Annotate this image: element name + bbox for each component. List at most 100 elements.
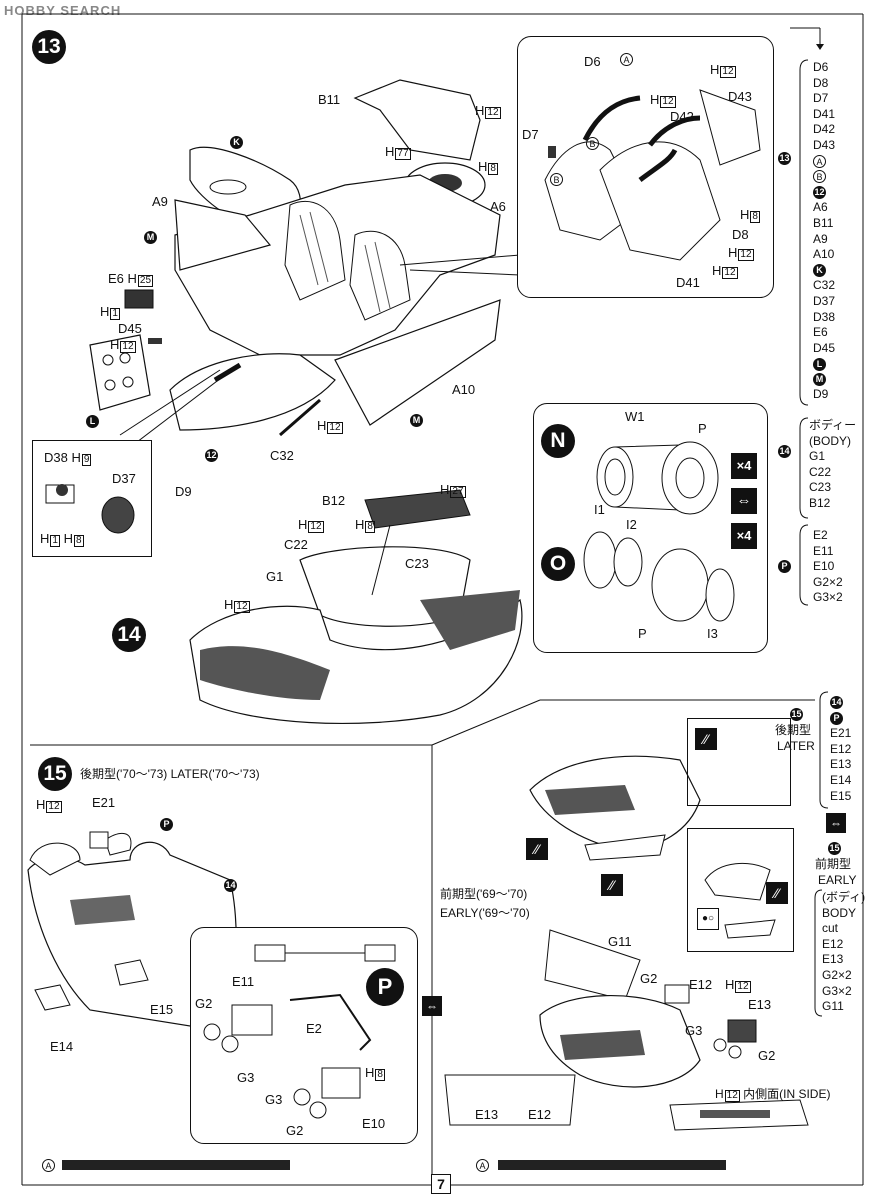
part-item: D8 — [813, 75, 829, 90]
part-item: D43 — [813, 137, 836, 152]
label-e11: E11 — [232, 974, 255, 989]
mirror-symmetry-icon: ⇔ — [422, 996, 442, 1016]
label-d37: D37 — [112, 471, 136, 486]
part-item: B — [813, 169, 835, 185]
mirror-symmetry-icon: ⇔ — [731, 488, 757, 514]
part-item: D37 — [813, 293, 836, 308]
mirror-symmetry-icon: ⇔ — [826, 813, 846, 833]
footer-bar-left — [62, 1160, 290, 1170]
cut-icon: ⁄⁄ — [695, 728, 717, 750]
part-item: C32 — [813, 278, 836, 293]
label-w1: W1 — [625, 409, 645, 424]
label-14-ref: 14 — [224, 879, 237, 893]
part-item: G2×2 — [813, 574, 843, 589]
footer-a-right: A — [476, 1158, 489, 1173]
part-item: E2 — [813, 528, 828, 542]
label-e21: E21 — [92, 795, 116, 810]
part-item: E13 — [830, 757, 852, 772]
detail-d6: D6 — [584, 54, 601, 69]
label-g2b-early: G2 — [758, 1048, 776, 1063]
label-b11: B11 — [318, 92, 341, 107]
detail-d41: D41 — [676, 275, 700, 290]
part-item: G1 — [809, 449, 826, 464]
part-item: G3×2 — [813, 590, 843, 605]
step15-later-marker: 15 — [790, 708, 803, 722]
label-p2: P — [638, 626, 647, 641]
early-en-heading: EARLY('69〜'70) — [440, 906, 530, 920]
part-item: A6 — [813, 200, 828, 215]
early-ja-heading: 前期型('69〜'70) — [440, 887, 528, 901]
early-en-label: EARLY — [818, 873, 857, 887]
label-g1: G1 — [266, 569, 284, 584]
part-item: A — [813, 154, 835, 170]
detail-d8: D8 — [732, 227, 749, 242]
part-item: C22 — [809, 464, 832, 479]
label-g2b: G2 — [286, 1123, 304, 1138]
footer-bar-right — [498, 1160, 726, 1170]
step-13-parts-list: D6 D8 D7 D41 D42 D43 A B 12 A6 B11 A9 A1… — [813, 60, 835, 403]
detail-d7: D7 — [522, 127, 539, 142]
wheel-set-o: O — [541, 547, 575, 581]
label-step12: 12 — [205, 449, 218, 463]
label-g2-early: G2 — [640, 971, 658, 986]
part-item: (ボディ) — [822, 890, 866, 904]
part-item: A9 — [813, 231, 828, 246]
cut-icon: ⁄⁄ — [526, 838, 548, 860]
part-item: BODY — [822, 905, 857, 920]
step-p-marker: P — [366, 968, 404, 1006]
label-d9: D9 — [175, 484, 192, 499]
step-13-column-marker: 13 — [778, 152, 791, 166]
part-item: cut — [822, 921, 839, 936]
step-13-number: 13 — [32, 30, 66, 64]
label-e12b: E12 — [528, 1107, 552, 1122]
label-p-ref: P — [160, 817, 173, 832]
detail-d42: D42 — [670, 109, 694, 124]
label-e15: E15 — [150, 1002, 174, 1017]
part-item: (BODY) — [809, 433, 851, 448]
cut-icon: ⁄⁄ — [601, 874, 623, 896]
footer-a-left: A — [42, 1158, 55, 1173]
label-g2: G2 — [195, 996, 213, 1011]
label-g3: G3 — [237, 1070, 255, 1085]
label-g3b: G3 — [265, 1092, 283, 1107]
part-item: B11 — [813, 215, 834, 230]
label-d45: D45 — [118, 321, 142, 336]
label-i2: I2 — [626, 517, 637, 532]
part-item: E21 — [830, 726, 852, 741]
part-item: K — [813, 263, 835, 279]
later-en-label: LATER — [777, 739, 815, 753]
part-item: E11 — [813, 543, 834, 558]
step-15-heading: 後期型('70〜'73) LATER('70〜'73) — [80, 767, 260, 781]
detail-b1: B — [586, 136, 599, 151]
step15-early-marker: 15 — [828, 842, 841, 856]
label-e12-early: E12 — [689, 977, 713, 992]
glue-icon: ●○ — [697, 908, 719, 930]
step-14-parts-list: ボディー (BODY) G1 C22 C23 B12 — [809, 418, 856, 512]
part-item: E12 — [830, 741, 852, 756]
part-item: D42 — [813, 122, 836, 137]
wheel-set-n: N — [541, 424, 575, 458]
part-item: E13 — [822, 952, 844, 967]
part-item: P — [830, 711, 851, 727]
part-item: D7 — [813, 91, 829, 106]
